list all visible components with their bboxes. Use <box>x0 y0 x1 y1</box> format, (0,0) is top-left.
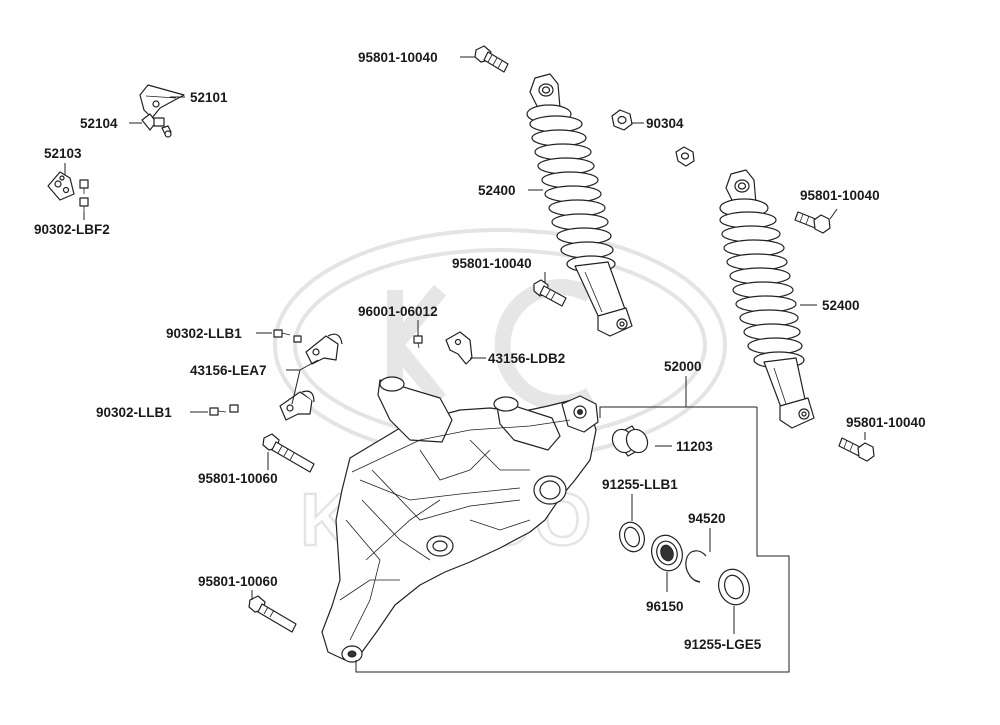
label-43156-lea7: 43156-LEA7 <box>190 363 267 378</box>
bolt-95801-10060-lower-part <box>248 595 297 633</box>
bolt-95801-10040-middle-part <box>533 279 567 307</box>
clip-52104-part <box>141 113 172 138</box>
label-11203: 11203 <box>676 439 713 454</box>
swing-arm-52000-part <box>321 376 599 663</box>
label-91255-lge5: 91255-LGE5 <box>684 637 762 652</box>
bolt-90302-llb1-upper-part <box>273 329 302 343</box>
swing-arm-ribs <box>339 419 571 641</box>
label-95801-10060-upper: 95801-10060 <box>198 471 278 486</box>
left-spring-coils <box>529 115 614 259</box>
bearing-96150-part <box>651 534 683 572</box>
oil-seal-91255-llb1-part <box>619 521 645 553</box>
bolt-95801-10060-upper-part <box>262 433 315 473</box>
label-95801-10060-lower: 95801-10060 <box>198 574 278 589</box>
label-52000: 52000 <box>664 359 702 374</box>
circlip-94520-part <box>685 550 707 583</box>
bracket-52101-part <box>139 84 185 119</box>
bolt-90302-llb1-lower-part <box>209 404 239 416</box>
label-52400-right: 52400 <box>822 298 860 313</box>
label-90302-lbf2: 90302-LBF2 <box>34 222 110 237</box>
nut-90304-part <box>611 109 695 167</box>
label-90302-llb1-lower: 90302-LLB1 <box>96 405 172 420</box>
part-labels: 95801-10040 52101 52104 52103 90302-LBF2… <box>34 50 926 652</box>
bracket-52103-part <box>47 171 75 201</box>
label-95801-10040-middle: 95801-10040 <box>452 256 532 271</box>
shock-absorber-right-part <box>719 169 815 429</box>
clamp-43156-lea7-upper-part <box>305 333 343 365</box>
label-43156-ldb2: 43156-LDB2 <box>488 351 565 366</box>
label-95801-10040-upper-right: 95801-10040 <box>800 188 880 203</box>
leader-lines <box>64 56 866 673</box>
label-52101: 52101 <box>190 90 228 105</box>
label-90302-llb1-upper: 90302-LLB1 <box>166 326 242 341</box>
bolt-96001-06012-part <box>413 335 423 349</box>
label-95801-10040-lower-right: 95801-10040 <box>846 415 926 430</box>
label-90304: 90304 <box>646 116 684 131</box>
label-52400-left: 52400 <box>478 183 516 198</box>
label-52103: 52103 <box>44 146 82 161</box>
shock-absorber-left-part <box>526 73 633 337</box>
label-91255-llb1: 91255-LLB1 <box>602 477 678 492</box>
oil-seal-91255-lge5-part <box>718 568 750 606</box>
bolt-95801-10040-right-lower-part <box>838 437 875 462</box>
clamp-43156-lea7-lower-part <box>279 390 315 421</box>
right-spring-coils <box>719 211 803 355</box>
bolt-90302-lbf2-part <box>79 179 89 212</box>
bolt-95801-10040-top-part <box>474 45 509 73</box>
label-95801-10040-top: 95801-10040 <box>358 50 438 65</box>
bushing-11203-part <box>611 425 649 457</box>
label-94520: 94520 <box>688 511 726 526</box>
bolt-95801-10040-right-upper-part <box>794 211 831 234</box>
label-96150: 96150 <box>646 599 684 614</box>
clamp-43156-ldb2-part <box>445 331 473 365</box>
label-96001-06012: 96001-06012 <box>358 304 438 319</box>
label-52104: 52104 <box>80 116 118 131</box>
